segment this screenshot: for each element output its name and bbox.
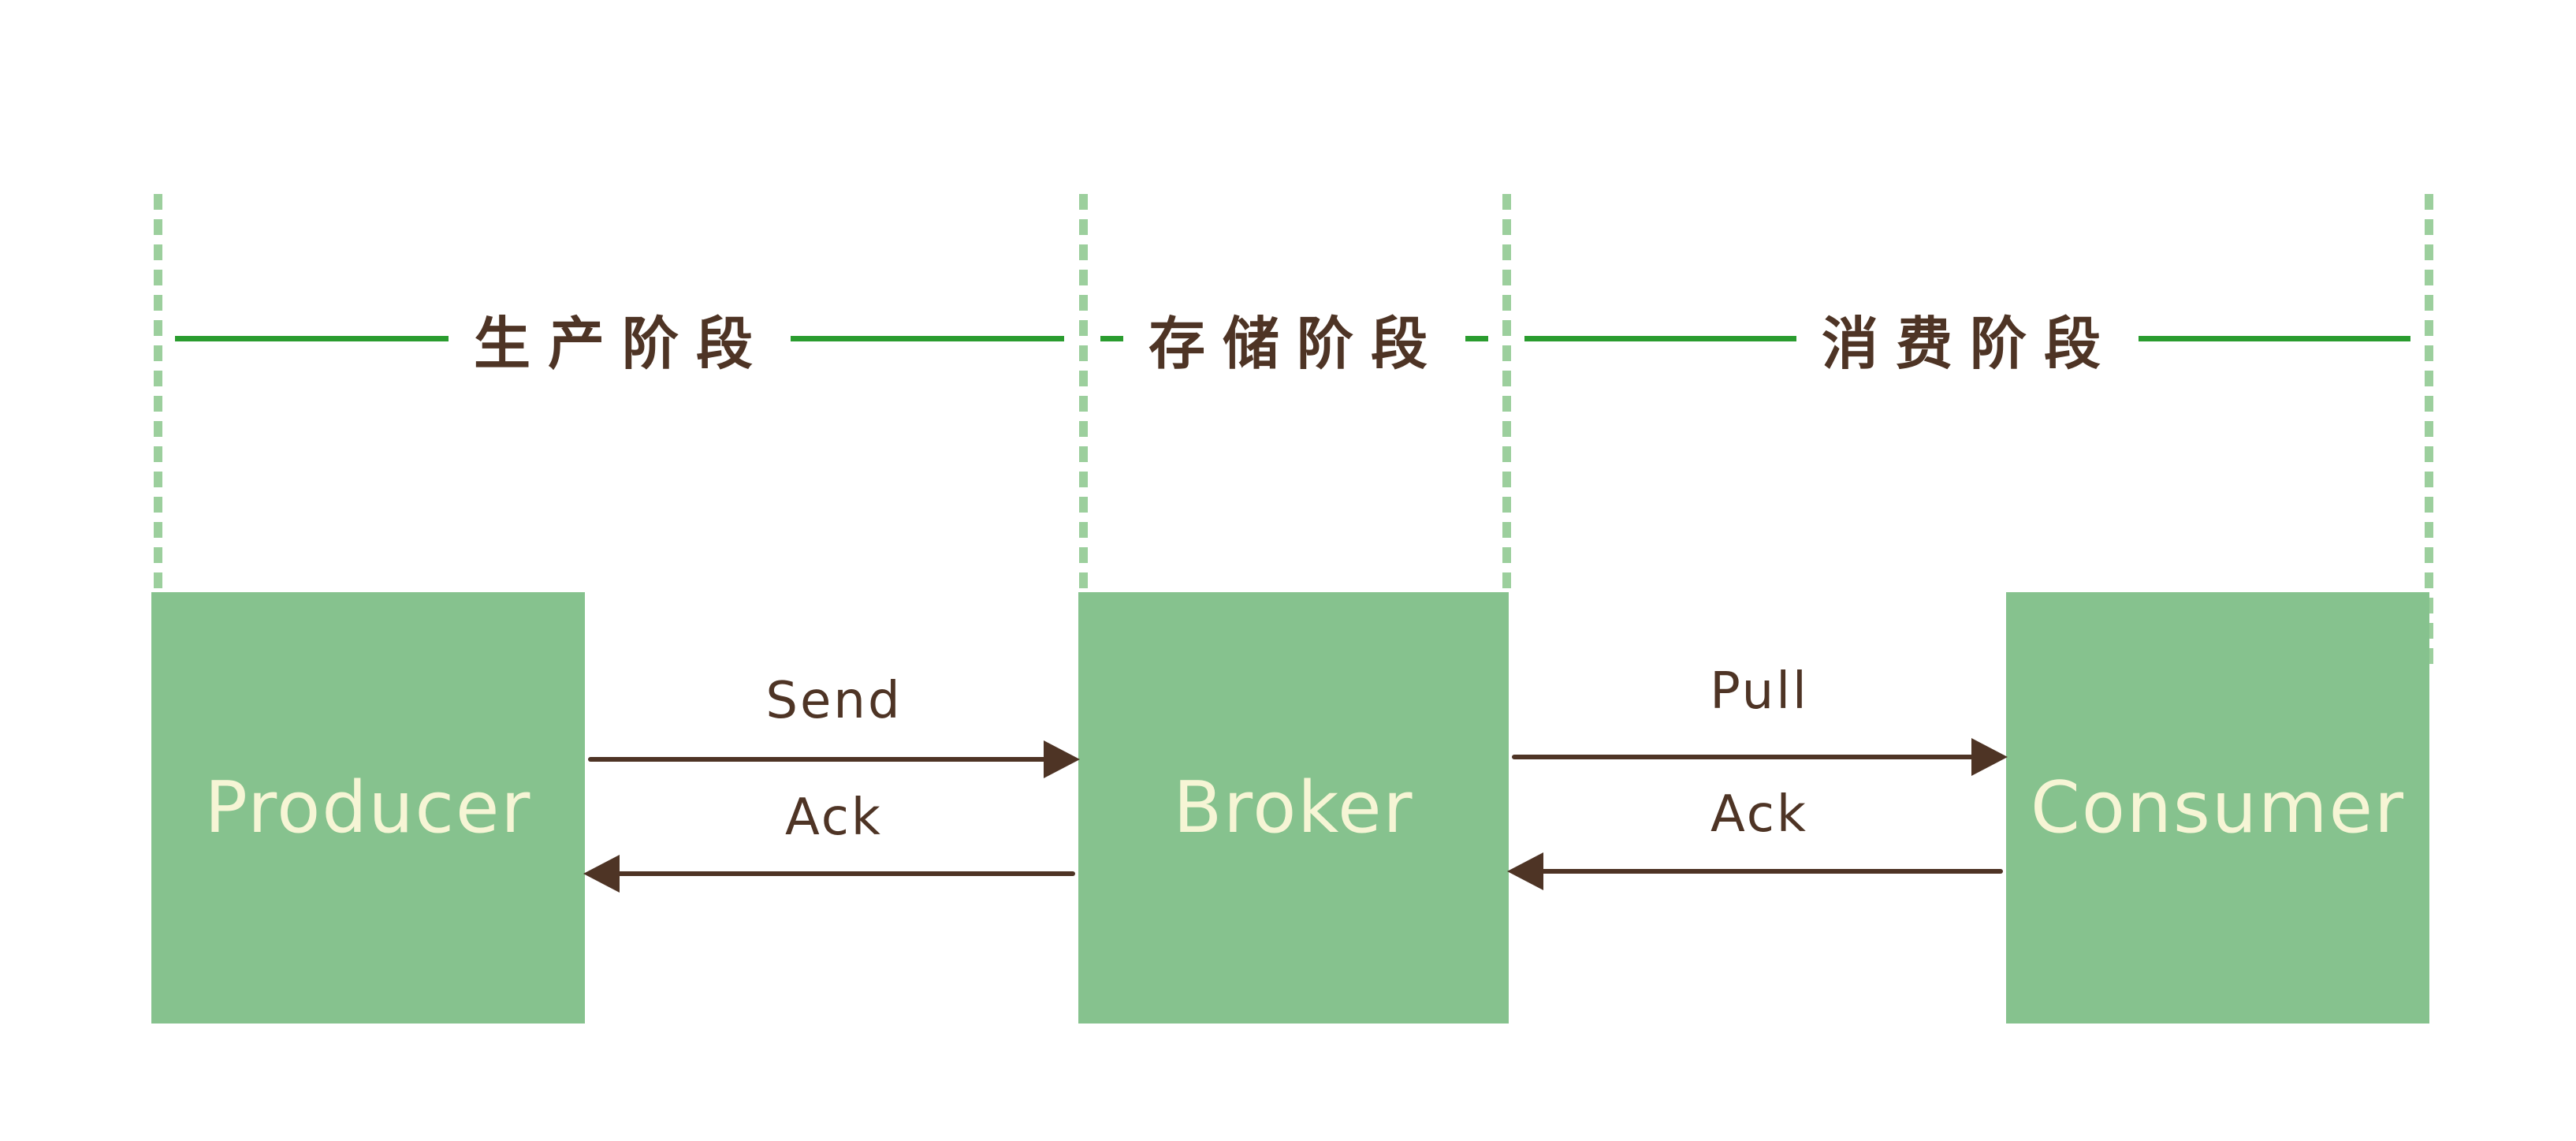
- phase-line-segment: [175, 335, 449, 341]
- arrow-shaft: [1512, 869, 2003, 874]
- phase-boundary-dashed-line-2: [1079, 194, 1088, 592]
- phase-boundary-dashed-line-1: [154, 194, 162, 592]
- phase-label-consumption: 消费阶段: [1822, 310, 2119, 377]
- arrow-label-send: Send: [765, 672, 903, 730]
- phase-line-segment: [1100, 335, 1123, 341]
- arrowhead-right-icon: [1971, 738, 2008, 776]
- phase-line-segment: [1524, 335, 1796, 341]
- phase-band-storage: 存储阶段: [1100, 295, 1489, 382]
- arrow-ack-broker-to-producer: [583, 853, 1078, 894]
- arrow-shaft: [588, 871, 1075, 876]
- arrow-label-ack-broker: Ack: [1711, 785, 1808, 844]
- arrowhead-left-icon: [583, 855, 620, 893]
- arrow-shaft: [1512, 755, 2003, 759]
- arrow-pull-broker-to-consumer: [1509, 736, 2008, 777]
- phase-boundary-dashed-line-4: [2425, 194, 2433, 667]
- node-consumer-label: Consumer: [2031, 766, 2405, 849]
- arrow-send-producer-to-broker: [585, 739, 1080, 780]
- arrowhead-right-icon: [1044, 740, 1080, 778]
- node-broker-label: Broker: [1173, 766, 1414, 849]
- phase-boundary-dashed-line-3: [1502, 194, 1511, 592]
- arrow-ack-consumer-to-broker: [1507, 851, 2006, 892]
- phase-band-consumption: 消费阶段: [1524, 295, 2411, 382]
- arrowhead-left-icon: [1507, 852, 1543, 890]
- node-producer: Producer: [151, 592, 585, 1024]
- phase-band-production: 生产阶段: [175, 295, 1065, 382]
- arrow-label-pull: Pull: [1710, 662, 1809, 721]
- phase-label-storage: 存储阶段: [1148, 310, 1446, 377]
- phase-line-segment: [791, 335, 1065, 341]
- phase-line-segment: [1465, 335, 1489, 341]
- arrow-shaft: [588, 757, 1075, 762]
- node-producer-label: Producer: [204, 766, 532, 849]
- phase-label-production: 生产阶段: [474, 310, 771, 377]
- phase-line-segment: [2139, 335, 2411, 341]
- node-broker: Broker: [1078, 592, 1509, 1024]
- arrow-label-ack-producer: Ack: [785, 789, 883, 847]
- node-consumer: Consumer: [2006, 592, 2429, 1024]
